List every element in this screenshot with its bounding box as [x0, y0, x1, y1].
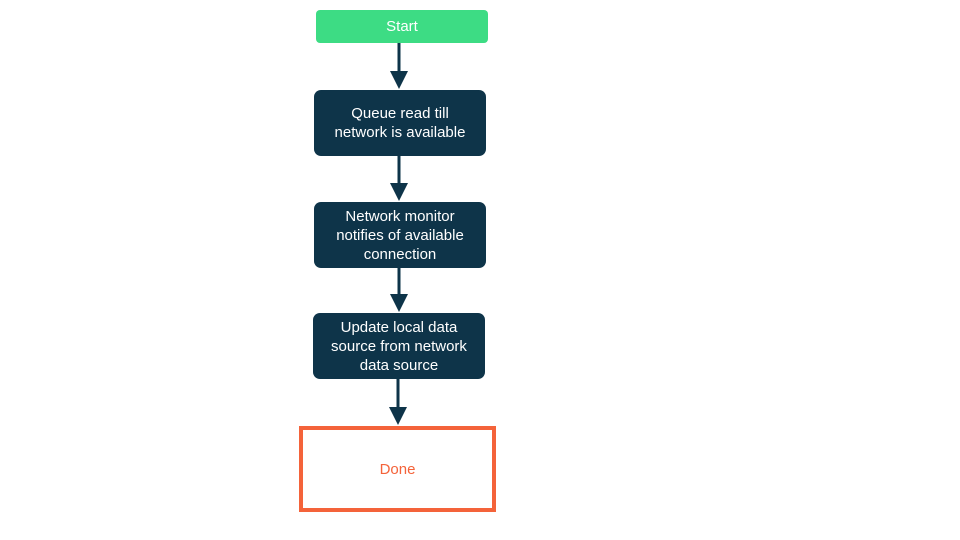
node-network-monitor[interactable]: Network monitor notifies of available co… — [314, 202, 486, 268]
node-start[interactable]: Start — [316, 10, 488, 43]
arrow-monitor-to-update — [386, 268, 412, 313]
arrow-update-to-done — [385, 379, 411, 426]
arrow-start-to-queue — [386, 43, 412, 90]
arrow-queue-to-monitor — [386, 156, 412, 202]
node-queue-read[interactable]: Queue read till network is available — [314, 90, 486, 156]
node-update-local-data-source[interactable]: Update local data source from network da… — [313, 313, 485, 379]
node-done[interactable]: Done — [299, 426, 496, 512]
